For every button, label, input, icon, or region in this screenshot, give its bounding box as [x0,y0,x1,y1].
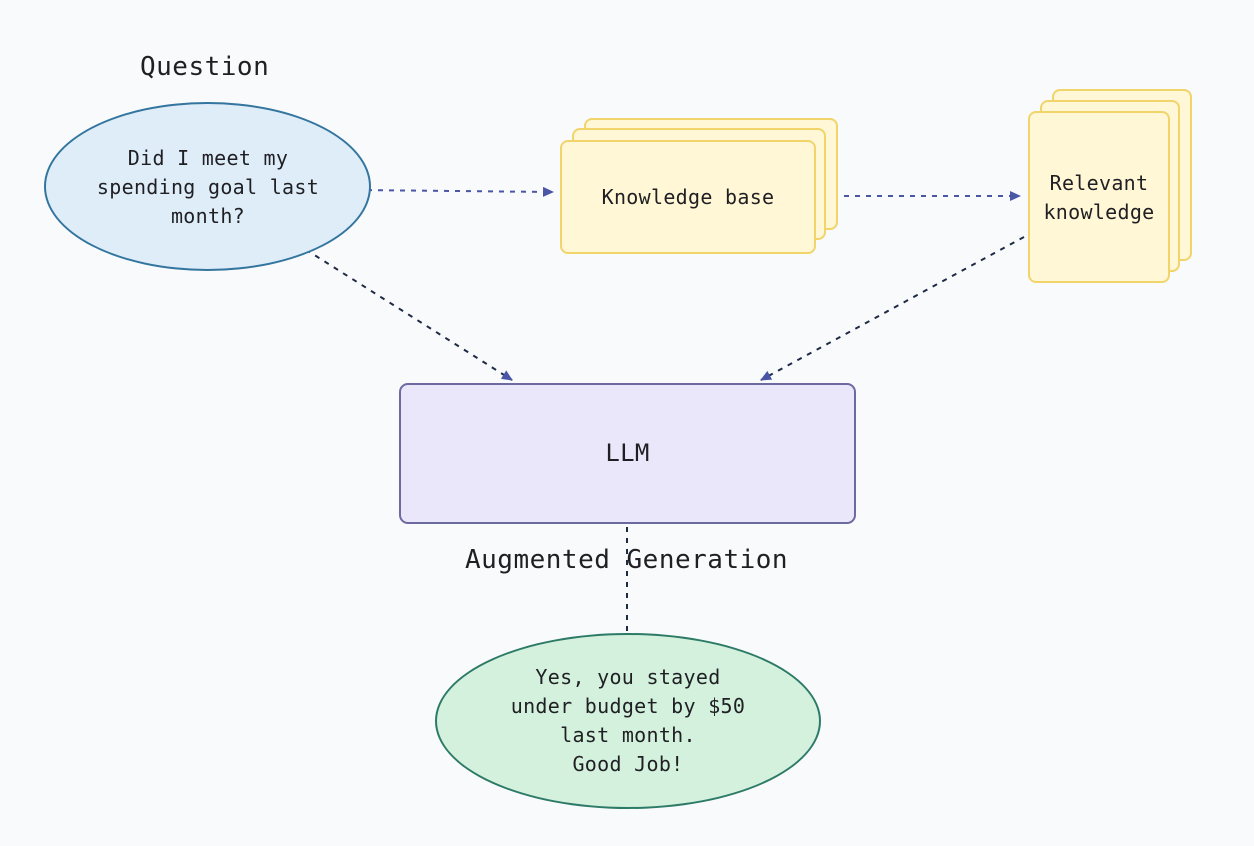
answer-node [435,633,821,809]
augmented-generation-label: Augmented Generation [465,545,789,575]
knowledge-base-label: Knowledge base [601,184,775,209]
relevant-knowledge-label: Relevant knowledge [1043,171,1155,224]
answer-text: Yes, you stayed under budget by $50 last… [510,665,746,776]
question-node [44,102,371,271]
question-heading: Question [140,52,270,82]
arrow-relevant-knowledge-to-llm [760,236,1025,381]
relevant-knowledge-card-front [1028,111,1170,283]
question-text: Did I meet my spending goal last month? [96,145,320,228]
arrow-question-to-knowledge-base [355,186,554,197]
llm-node [399,383,856,524]
llm-label: LLM [605,439,650,467]
knowledge-base-card-front [560,140,816,254]
arrow-question-to-llm [277,231,513,381]
